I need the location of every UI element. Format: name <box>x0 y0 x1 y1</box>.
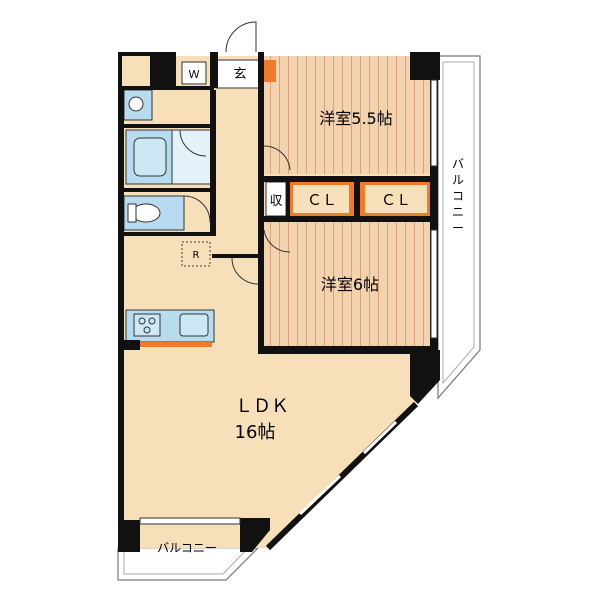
balcony-right-char: ニ <box>452 205 464 219</box>
balcony-right-label: バ ル コ ニ ー <box>452 157 464 235</box>
closet-2-label: ＣＬ <box>381 191 411 209</box>
balcony-right-char: コ <box>452 189 464 203</box>
closet-2-inner <box>365 185 427 213</box>
window-bottom <box>139 517 241 525</box>
washer-label: Ｗ <box>189 68 200 81</box>
balcony-right-area <box>437 55 481 400</box>
closet-1-label: ＣＬ <box>307 191 337 209</box>
storage-label: 収 <box>269 194 282 209</box>
ldk-label-line2: 16帖 <box>235 422 276 443</box>
balcony-right-char: ル <box>452 173 464 187</box>
toilet-tank <box>127 203 137 223</box>
ldk-label-line1: ＬＤＫ <box>235 396 289 417</box>
window-right <box>430 79 438 339</box>
balcony-right-char: バ <box>452 157 464 171</box>
window-diagonal <box>298 420 398 516</box>
bathtub-inner <box>133 137 167 177</box>
doors <box>179 21 291 285</box>
balcony-bottom-label: バルコニー <box>157 541 217 555</box>
shower-floor <box>171 129 213 185</box>
stove-icon <box>133 313 161 337</box>
washbasin-bowl <box>128 96 144 112</box>
sink <box>179 313 209 337</box>
fridge-label: R <box>193 250 200 261</box>
fridge-space <box>181 241 211 267</box>
western-room-2-label: 洋室6帖 <box>321 275 379 294</box>
western-room-2-floor <box>264 220 434 348</box>
closet-1-inner <box>293 185 349 213</box>
balcony-bottom-area <box>117 547 260 581</box>
western-room-1-floor <box>264 56 434 174</box>
kitchen-counter-edge <box>140 342 212 347</box>
entrance-label: 玄 <box>233 67 246 82</box>
western-room-1-label: 洋室5.5帖 <box>319 109 392 128</box>
washer-box <box>181 61 207 85</box>
balcony-right-char: ー <box>452 221 464 235</box>
shoe-box <box>264 60 276 82</box>
